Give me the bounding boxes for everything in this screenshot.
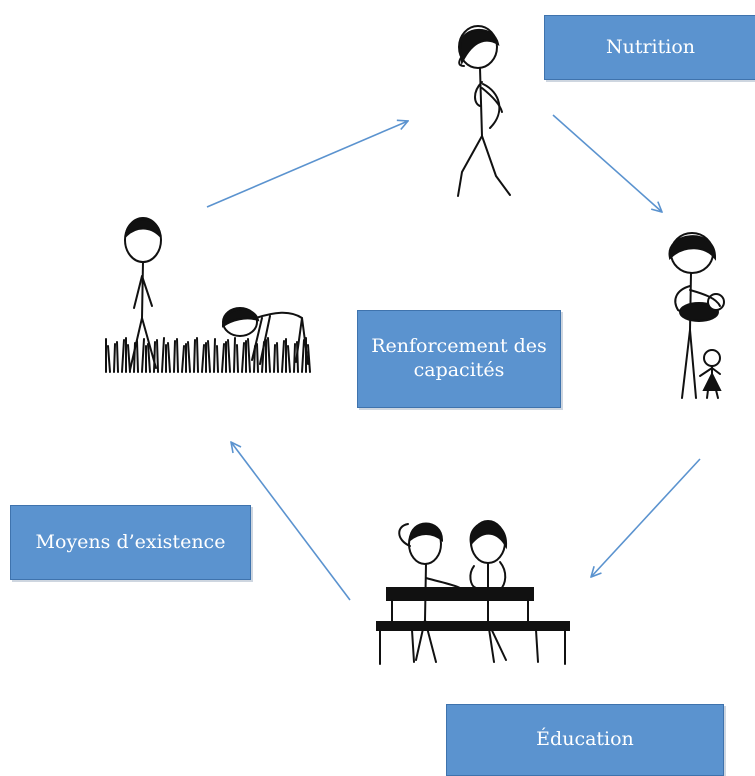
pregnant-woman-drawing (457, 25, 511, 197)
label-capacity-text: Renforcement des capacités (371, 335, 547, 381)
label-education: Éducation (446, 704, 724, 776)
mother-with-children-drawing (668, 232, 725, 399)
students-at-desk-drawing (376, 520, 570, 665)
farmers-in-field-drawing (105, 217, 311, 373)
arrow-to-education (591, 458, 701, 577)
arrow-to-nutrition (206, 121, 408, 208)
label-existence-text: Moyens d’existence (35, 530, 226, 553)
label-education-text: Éducation (536, 728, 634, 751)
label-nutrition-text: Nutrition (605, 35, 696, 58)
arrow-to-mother (552, 114, 662, 212)
label-renforcement-des-capacites: Renforcement des capacités (357, 310, 561, 408)
label-nutrition: Nutrition (544, 15, 755, 80)
label-moyens-d-existence: Moyens d’existence (10, 505, 251, 580)
arrow-to-farming (231, 442, 351, 601)
